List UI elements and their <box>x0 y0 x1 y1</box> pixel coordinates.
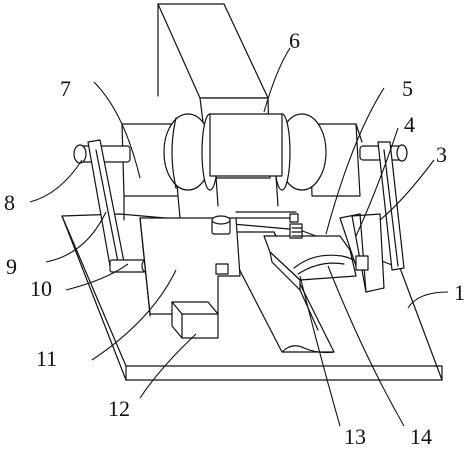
label-14: 14 <box>410 424 432 449</box>
part-labels: 6 7 5 4 3 8 9 10 1 11 12 13 14 <box>4 28 465 449</box>
label-11: 11 <box>36 346 57 371</box>
frame-left <box>121 123 181 221</box>
label-6: 6 <box>289 28 300 53</box>
box-12 <box>171 301 219 339</box>
label-12: 12 <box>108 396 130 421</box>
label-13: 13 <box>344 424 366 449</box>
label-10: 10 <box>30 276 52 301</box>
label-7: 7 <box>60 76 71 101</box>
label-9: 9 <box>6 254 17 279</box>
label-5: 5 <box>402 76 413 101</box>
clamp-assembly <box>263 213 385 293</box>
motor-body <box>209 113 283 207</box>
crank-right <box>359 141 408 271</box>
label-8: 8 <box>4 190 15 215</box>
label-4: 4 <box>404 112 415 137</box>
label-1: 1 <box>454 280 465 305</box>
leader-lines <box>29 47 449 427</box>
label-3: 3 <box>436 142 447 167</box>
